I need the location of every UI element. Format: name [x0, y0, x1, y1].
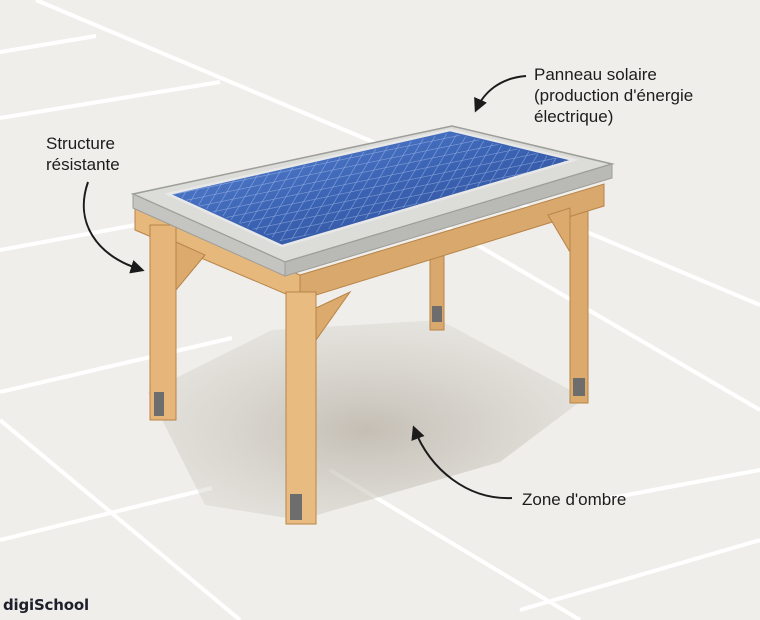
label-structure: Structure résistante: [46, 133, 120, 175]
label-structure-line-2: résistante: [46, 155, 120, 174]
arrow-shade: [411, 425, 513, 500]
label-solar-panel-line-2: (production d'énergie: [534, 86, 694, 105]
label-structure-line-1: Structure: [46, 134, 115, 153]
label-shade-line-1: Zone d'ombre: [522, 490, 627, 509]
table-top-edge-right: [284, 163, 613, 277]
arrow-solar-panel: [474, 75, 527, 113]
arrow-structure: [82, 181, 145, 274]
digischool-logo: digiSchool: [3, 596, 89, 614]
label-solar-panel: Panneau solaire (production d'énergie él…: [534, 64, 693, 127]
solar-panel-cells: [172, 133, 568, 242]
label-shade: Zone d'ombre: [522, 489, 626, 510]
digischool-logo-text: digiSchool: [3, 596, 89, 614]
back-legs: [429, 204, 589, 404]
label-solar-panel-line-3: électrique): [534, 107, 614, 126]
label-solar-panel-line-1: Panneau solaire: [534, 65, 657, 84]
shade-area: [148, 320, 585, 520]
front-legs: [149, 207, 571, 525]
